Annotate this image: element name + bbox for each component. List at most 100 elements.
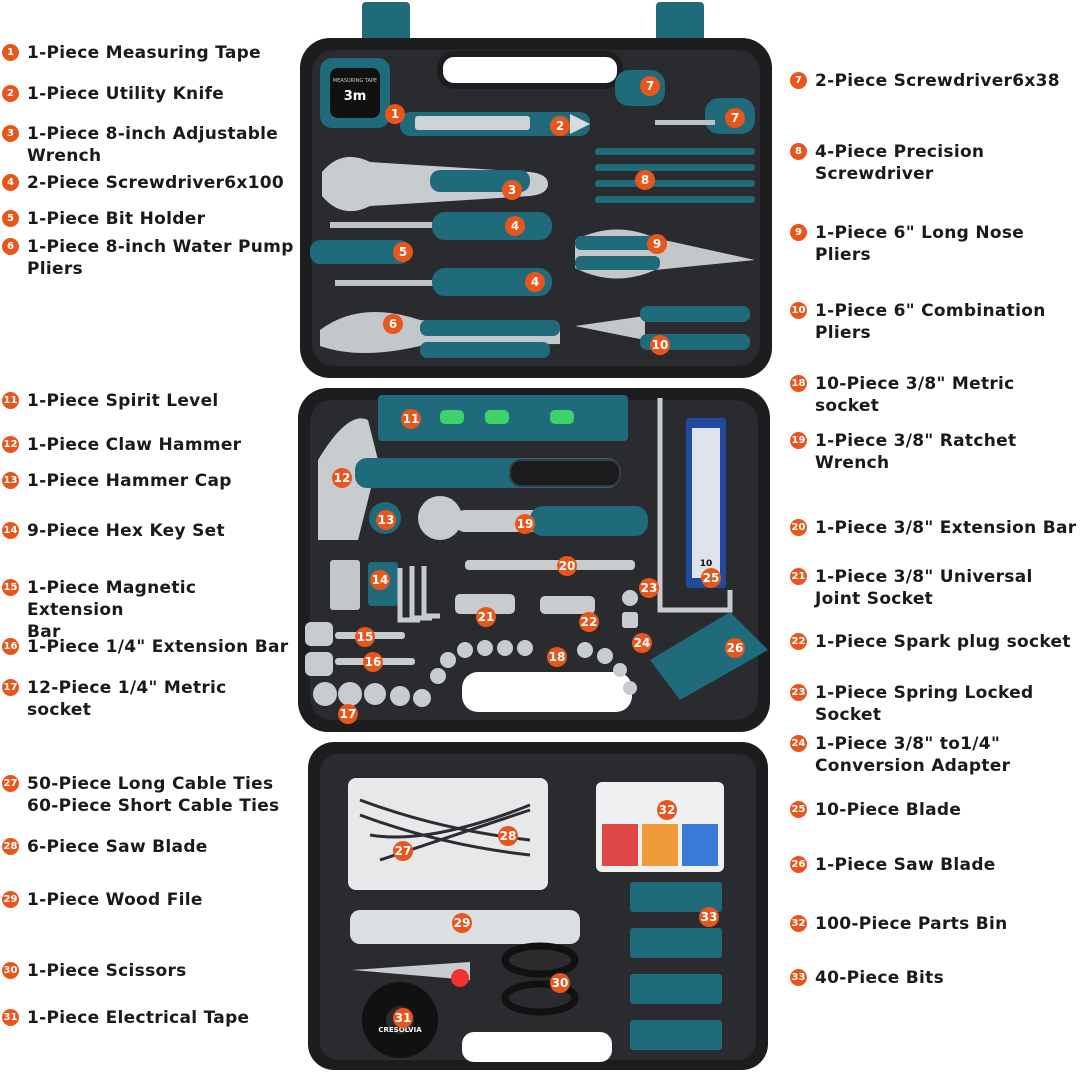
part-label-text: 10-Piece 3/8" Metric socket <box>815 374 1015 416</box>
tool-marker-circle <box>383 314 403 334</box>
part-label-text: 1-Piece 3/8" Ratchet Wrench <box>815 431 1017 473</box>
tool-marker: 33 <box>699 907 719 927</box>
case-bottom-section: CRESOLVIA <box>308 742 768 1070</box>
tool-marker-number: 23 <box>641 581 658 595</box>
number-badge: 1 <box>2 44 19 61</box>
tool-marker-circle <box>393 1008 413 1028</box>
number-badge: 6 <box>2 238 19 255</box>
part-label-22: 22 1-Piece Spark plug socket <box>790 631 1078 653</box>
number-badge: 33 <box>790 969 807 986</box>
spring-locked-socket <box>622 590 638 606</box>
tool-marker-circle <box>699 907 719 927</box>
tool-marker-circle <box>502 180 522 200</box>
number-badge: 20 <box>790 519 807 536</box>
part-label-text: 1-Piece Saw Blade <box>815 855 996 875</box>
blade-count-label: 10 <box>700 559 713 569</box>
tool-marker-number: 28 <box>500 829 517 843</box>
hacksaw-frame: 10 <box>657 398 733 613</box>
tool-marker: 2 <box>550 116 570 136</box>
number-badge: 31 <box>2 1009 19 1026</box>
number-badge: 24 <box>790 735 807 752</box>
tool-marker: 10 <box>650 335 670 355</box>
tool-marker-number: 4 <box>531 275 539 289</box>
tool-marker-number: 27 <box>395 844 412 858</box>
spirit-level <box>378 395 628 441</box>
tool-marker-circle <box>579 612 599 632</box>
tool-marker: 15 <box>355 627 375 647</box>
tool-marker: 13 <box>376 510 396 530</box>
utility-knife <box>400 112 590 136</box>
tool-marker-circle <box>515 514 535 534</box>
tool-marker: 27 <box>393 841 413 861</box>
tool-marker: 4 <box>525 272 545 292</box>
tool-marker-number: 8 <box>641 173 649 187</box>
part-label-text: 1-Piece 3/8" Extension Bar <box>815 518 1077 538</box>
tape-caption: MEASURING TAPE <box>333 78 377 84</box>
tool-marker: 30 <box>550 973 570 993</box>
tool-marker: 29 <box>452 913 472 933</box>
tool-marker-circle <box>557 556 577 576</box>
bits-set <box>630 882 722 1050</box>
tool-marker-circle <box>338 704 358 724</box>
tool-marker-number: 7 <box>646 79 654 93</box>
tool-marker-number: 30 <box>552 976 569 990</box>
tool-marker-number: 22 <box>581 615 598 629</box>
part-label-11: 11 1-Piece Spirit Level <box>2 390 294 412</box>
number-badge: 22 <box>790 633 807 650</box>
tool-marker: 22 <box>579 612 599 632</box>
number-badge: 11 <box>2 392 19 409</box>
tool-marker-number: 21 <box>478 610 495 624</box>
tool-marker-circle <box>725 638 745 658</box>
tool-marker: 19 <box>515 514 535 534</box>
universal-joint-socket <box>455 594 515 614</box>
part-label-text: 1-Piece 6" Long Nose Pliers <box>815 223 1025 265</box>
tool-marker-circle <box>701 568 721 588</box>
tool-marker: 14 <box>370 570 390 590</box>
tool-marker-circle <box>550 116 570 136</box>
tool-marker-circle <box>635 170 655 190</box>
tool-marker-circle <box>385 104 405 124</box>
part-label-text: 100-Piece Parts Bin <box>815 914 1008 934</box>
part-label-6: 6 1-Piece 8-inch Water Pump Pliers <box>2 236 294 280</box>
part-label-text: 1-Piece Hammer Cap <box>27 471 232 491</box>
part-label-text: 1-Piece Claw Hammer <box>27 435 242 455</box>
number-badge: 5 <box>2 210 19 227</box>
tool-marker-circle <box>393 242 413 262</box>
tool-marker-number: 3 <box>508 183 516 197</box>
tool-marker: 7 <box>640 76 660 96</box>
tool-marker-number: 17 <box>340 707 357 721</box>
tool-marker-circle <box>639 578 659 598</box>
part-label-text: 1-Piece Spark plug socket <box>815 632 1071 652</box>
tool-marker-circle <box>401 409 421 429</box>
number-badge: 32 <box>790 915 807 932</box>
tool-marker-circle <box>505 216 525 236</box>
tool-marker-number: 18 <box>549 650 566 664</box>
tool-marker-circle <box>525 272 545 292</box>
part-label-text: 1-Piece Spirit Level <box>27 391 219 411</box>
number-badge: 15 <box>2 579 19 596</box>
tool-marker-number: 24 <box>634 636 651 650</box>
tool-marker-number: 19 <box>517 517 534 531</box>
tool-marker-number: 14 <box>372 573 389 587</box>
number-badge: 29 <box>2 891 19 908</box>
tool-marker-number: 9 <box>653 237 661 251</box>
number-badge: 9 <box>790 224 807 241</box>
tape-brand-label: CRESOLVIA <box>378 1026 422 1034</box>
tool-marker: 9 <box>647 234 667 254</box>
part-label-text: 50-Piece Long Cable Ties 60-Piece Short … <box>27 774 280 816</box>
part-label-text: 1-Piece 8-inch Water Pump Pliers <box>27 237 294 279</box>
tool-marker-circle <box>476 607 496 627</box>
tool-marker-number: 29 <box>454 916 471 930</box>
hex-key-set <box>330 560 440 623</box>
tape-measure-label: 3m <box>344 89 367 104</box>
tool-marker: 31 <box>393 1008 413 1028</box>
